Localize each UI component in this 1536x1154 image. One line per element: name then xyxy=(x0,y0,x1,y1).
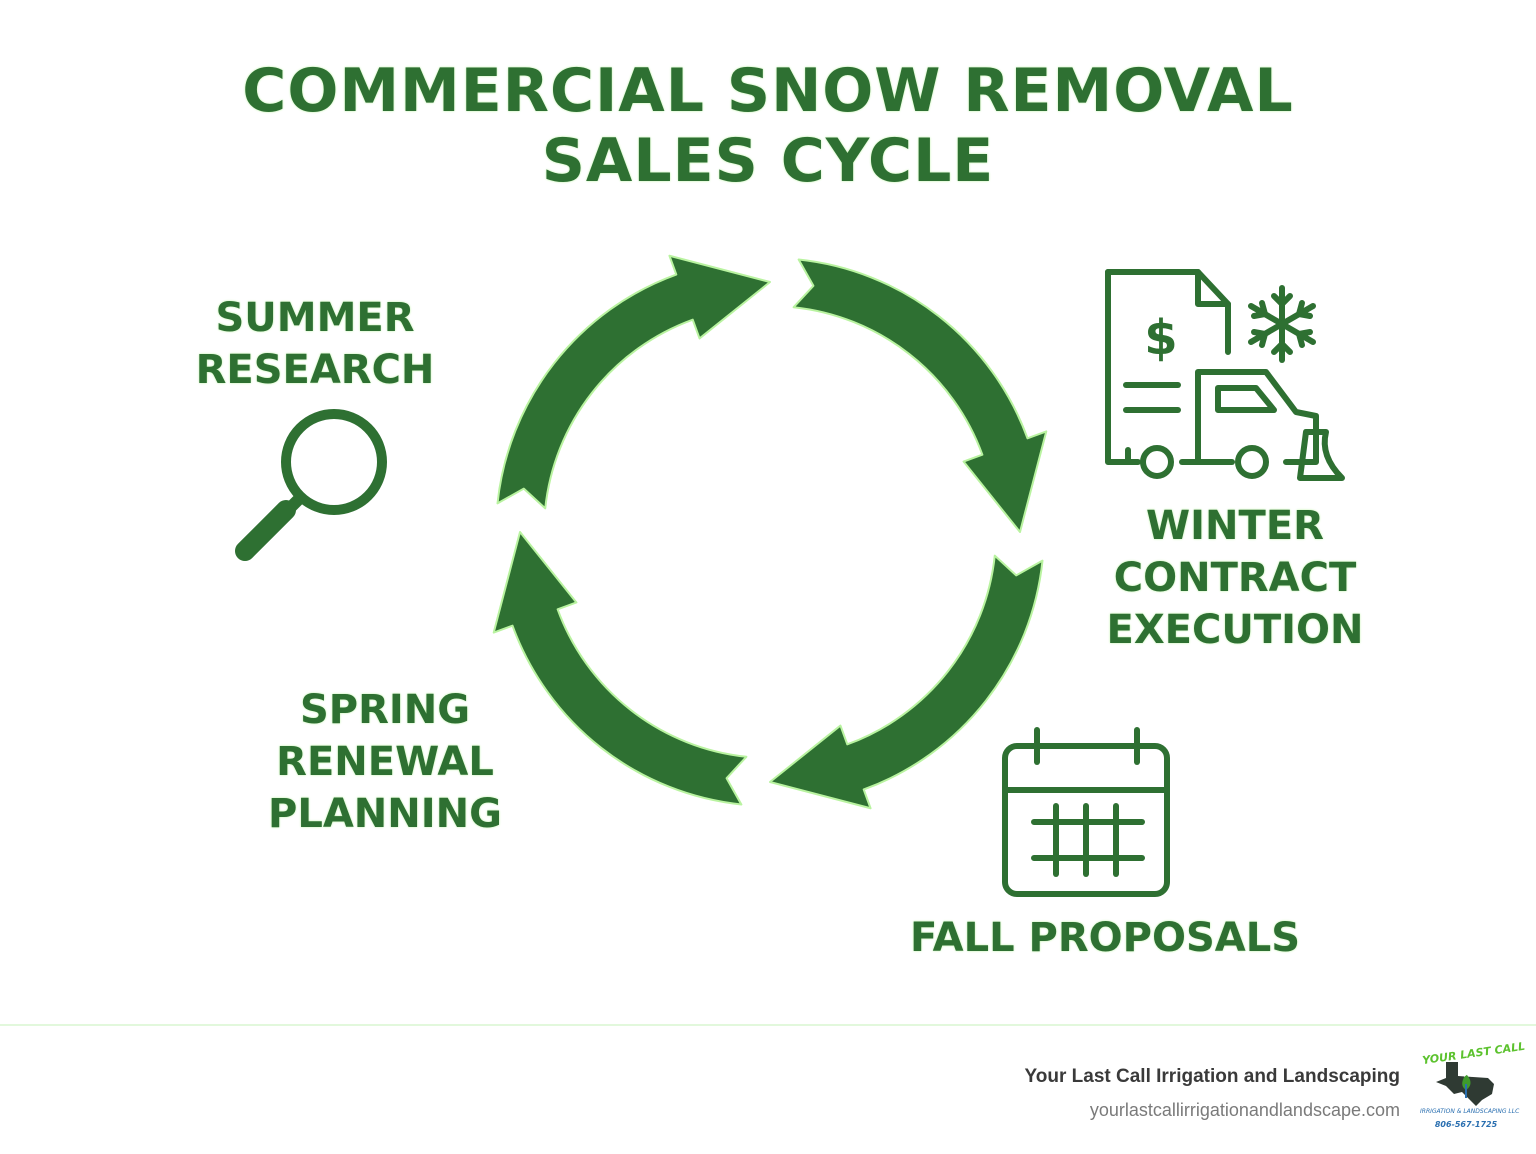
stage-label-summer: SUMMER RESEARCH xyxy=(170,292,460,396)
stage-label-line: PLANNING xyxy=(268,791,502,837)
cycle-arrow xyxy=(496,254,771,510)
stage-label-line: RESEARCH xyxy=(195,347,435,393)
stage-label-spring: SPRING RENEWAL PLANNING xyxy=(240,684,530,840)
stage-label-line: SPRING xyxy=(299,687,471,733)
stage-label-line: FALL PROPOSALS xyxy=(909,915,1301,961)
title-line-2: SALES CYCLE xyxy=(541,126,995,196)
stage-label-line: RENEWAL xyxy=(276,739,494,785)
cycle-arrow xyxy=(492,531,748,806)
stage-label-winter: WINTER CONTRACT EXECUTION xyxy=(1080,500,1390,656)
stage-label-fall: FALL PROPOSALS xyxy=(880,912,1330,964)
texas-map-icon xyxy=(1436,1062,1494,1106)
cycle-arrow xyxy=(769,554,1044,810)
stage-label-line: WINTER xyxy=(1146,503,1324,549)
footer-divider xyxy=(0,1024,1536,1026)
stage-label-line: SUMMER xyxy=(215,295,415,341)
footer-website-link[interactable]: yourlastcallirrigationandlandscape.com xyxy=(1089,1100,1400,1120)
logo-phone: 806-567-1725 xyxy=(1434,1120,1498,1129)
footer-company-name: Your Last Call Irrigation and Landscapin… xyxy=(1024,1066,1400,1087)
cycle-arrow xyxy=(792,258,1048,533)
stage-label-line: EXECUTION xyxy=(1106,607,1364,653)
logo-subtitle: IRRIGATION & LANDSCAPING LLC xyxy=(1420,1108,1520,1115)
company-logo: YOUR LAST CALL IRRIGATION & LANDSCAPING … xyxy=(1418,1040,1526,1138)
stage-label-line: CONTRACT xyxy=(1113,555,1357,601)
page-title: COMMERCIAL SNOW REMOVAL SALES CYCLE xyxy=(0,56,1536,196)
title-line-1: COMMERCIAL SNOW REMOVAL xyxy=(242,56,1294,126)
